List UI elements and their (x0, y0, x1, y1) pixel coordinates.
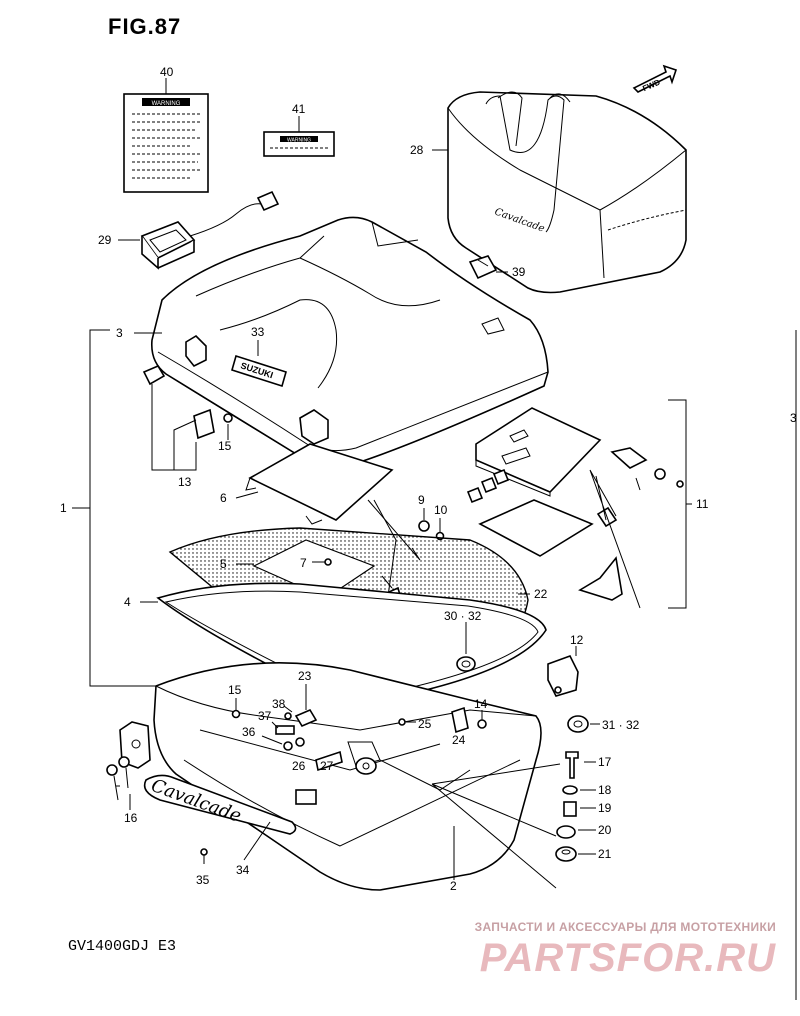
label-16: 16 (124, 811, 138, 825)
label-1: 1 (60, 501, 67, 515)
label-22: 22 (534, 587, 548, 601)
figure-title: FIG.87 (108, 14, 182, 39)
label-34: 34 (236, 863, 250, 877)
label-3: 3 (116, 326, 123, 340)
label-15-bottom: 15 (228, 683, 242, 697)
screw-15-lower (231, 709, 241, 719)
screw-35 (200, 848, 208, 864)
lid-latch-left (185, 334, 207, 368)
fwd-label: FWD (641, 77, 662, 93)
label-20: 20 (598, 823, 612, 837)
label-36: 36 (242, 725, 256, 739)
luggage-bag-28: Cavalcade (447, 91, 687, 294)
spacer-19 (563, 801, 577, 817)
model-code: GV1400GDJ E3 (68, 938, 177, 955)
label-14: 14 (474, 697, 488, 711)
label-38: 38 (272, 697, 286, 711)
part-24 (451, 706, 469, 734)
part-36 (283, 737, 305, 751)
watermark-brand: PARTSFOR.RU (479, 936, 776, 980)
label-30-32: 30 · 32 (444, 609, 482, 623)
label-28: 28 (410, 143, 424, 157)
rivet-7 (324, 558, 332, 566)
pad-39 (468, 255, 498, 280)
part-23 (294, 708, 318, 728)
washer-18 (562, 785, 578, 795)
hinge-bracket-right (466, 447, 684, 601)
label-21: 21 (598, 847, 612, 861)
label-26: 26 (292, 759, 306, 773)
washer-20 (556, 825, 576, 839)
label-5: 5 (220, 557, 227, 571)
seal-gasket-4 (156, 582, 547, 699)
label-7: 7 (300, 556, 307, 570)
lid-patch-11 (478, 499, 594, 557)
part-37 (275, 725, 295, 735)
bolt-17 (565, 751, 579, 779)
part-27 (355, 757, 377, 775)
key-icon (106, 756, 130, 801)
lid-latch-right (299, 409, 329, 445)
label-2: 2 (450, 879, 457, 893)
warning-decal-40: WARNING (123, 93, 209, 193)
decal-41-text: WARNING (287, 138, 311, 144)
hinge-13 (142, 364, 233, 440)
screw-9 (418, 520, 430, 532)
label-27: 27 (320, 759, 334, 773)
watermark-tagline: ЗАПЧАСТИ И АКСЕССУАРЫ ДЛЯ МОТОТЕХНИКИ (474, 920, 776, 934)
label-18: 18 (598, 783, 612, 797)
warning-decal-41: WARNING (263, 131, 335, 157)
label-24: 24 (452, 733, 466, 747)
label-23: 23 (298, 669, 312, 683)
decal-40-text: WARNING (152, 101, 181, 107)
label-4: 4 (124, 595, 131, 609)
label-35: 35 (196, 873, 210, 887)
label-12: 12 (570, 633, 584, 647)
grommet-30 (456, 656, 476, 672)
label-31-32: 31 · 32 (602, 718, 640, 732)
lid-inner-tray-11 (475, 407, 602, 497)
label-19: 19 (598, 801, 612, 815)
label-9: 9 (418, 493, 425, 507)
label-33: 33 (251, 325, 265, 339)
grommet-31 (567, 715, 589, 733)
screw-25 (398, 718, 406, 726)
part-38 (284, 712, 292, 720)
label-6: 6 (220, 491, 227, 505)
fwd-arrow-icon: FWD (632, 64, 678, 93)
nut-21 (555, 846, 577, 862)
part-14 (477, 719, 487, 729)
part-26 (315, 750, 343, 772)
label-10: 10 (434, 503, 448, 517)
label-29: 29 (98, 233, 112, 247)
label-17: 17 (598, 755, 612, 769)
inner-panel-6 (245, 443, 394, 525)
label-40: 40 (160, 65, 174, 79)
label-13: 13 (178, 475, 192, 489)
switch-29 (140, 190, 280, 270)
label-41: 41 (292, 102, 306, 116)
label-39: 39 (512, 265, 526, 279)
suzuki-emblem-33: SUZUKI (231, 354, 287, 388)
label-15-top: 15 (218, 439, 232, 453)
label-37: 37 (258, 709, 272, 723)
latch-12 (547, 655, 579, 697)
edge-mark: 3 (790, 411, 797, 425)
label-25: 25 (418, 717, 432, 731)
label-11: 11 (696, 497, 709, 511)
